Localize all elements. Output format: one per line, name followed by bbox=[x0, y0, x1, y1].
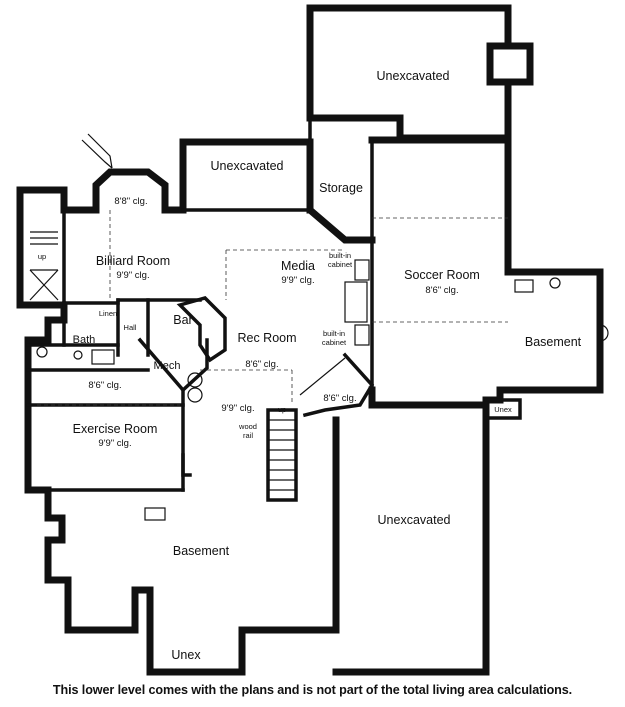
billiard-top-ceiling: 8'8" clg. bbox=[114, 196, 147, 207]
room-unexcavated-left: Unexcavated bbox=[211, 159, 284, 173]
plan-caption: This lower level comes with the plans an… bbox=[52, 683, 573, 697]
room-exercise: Exercise Room bbox=[73, 422, 158, 436]
room-unexcavated-top: Unexcavated bbox=[377, 69, 450, 83]
room-bath: Bath bbox=[73, 334, 96, 346]
room-storage: Storage bbox=[319, 181, 363, 195]
wood-rail-line1: wood bbox=[238, 422, 257, 431]
room-rec: Rec Room bbox=[237, 331, 296, 345]
room-bar: Bar bbox=[173, 313, 192, 327]
room-basement-bottom: Basement bbox=[173, 544, 230, 558]
room-hall: Hall bbox=[124, 323, 137, 332]
room-soccer: Soccer Room bbox=[404, 268, 480, 282]
builtin-cabinet-top-line1: built-in bbox=[329, 251, 351, 260]
exterior-walls bbox=[16, 4, 604, 676]
floor-plan: Unexcavated Unexcavated Storage 8'8" clg… bbox=[16, 4, 609, 676]
room-basement-right: Basement bbox=[525, 335, 582, 349]
room-labels: Unexcavated Unexcavated Storage 8'8" clg… bbox=[38, 69, 582, 662]
wall-segments bbox=[26, 116, 609, 521]
stair-up-label: up bbox=[278, 405, 286, 414]
builtin-cabinet-bottom-line1: built-in bbox=[323, 329, 345, 338]
left-stairs bbox=[29, 231, 59, 301]
corner-ceiling: 8'6" clg. bbox=[323, 393, 356, 404]
exercise-ceiling: 9'9" clg. bbox=[98, 438, 131, 449]
billiard-ceiling: 9'9" clg. bbox=[116, 270, 149, 281]
room-mech: Mech bbox=[154, 360, 181, 372]
builtin-cabinet-bottom-line2: cabinet bbox=[322, 338, 347, 347]
left-stair-up-label: up bbox=[38, 252, 46, 261]
room-billiard: Billiard Room bbox=[96, 254, 170, 268]
rec-ceiling: 8'6" clg. bbox=[245, 359, 278, 370]
wood-rail-line2: rail bbox=[243, 431, 253, 440]
room-unex-small: Unex bbox=[494, 405, 512, 414]
room-unex-bottom: Unex bbox=[171, 648, 201, 662]
media-ceiling: 9'9" clg. bbox=[281, 275, 314, 286]
room-media: Media bbox=[281, 259, 315, 273]
stair-area-ceiling: 9'9" clg. bbox=[221, 403, 254, 414]
builtin-cabinet-top-line2: cabinet bbox=[328, 260, 353, 269]
center-stairs bbox=[268, 419, 296, 491]
soccer-ceiling: 8'6" clg. bbox=[425, 285, 458, 296]
room-linen: Linen bbox=[99, 309, 117, 318]
exercise-top-ceiling: 8'6" clg. bbox=[88, 380, 121, 391]
room-unexcavated-bottom: Unexcavated bbox=[378, 513, 451, 527]
